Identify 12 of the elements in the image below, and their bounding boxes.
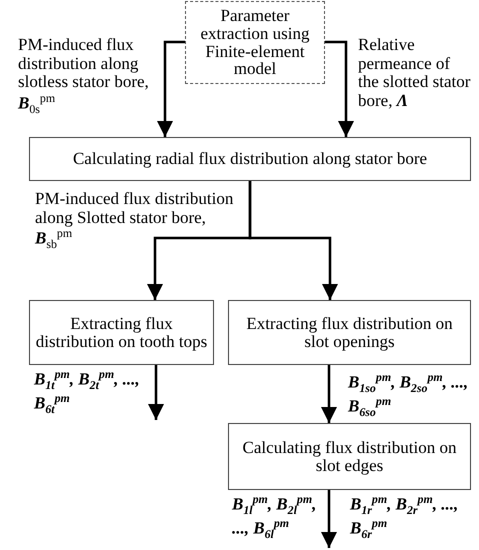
process-box: Extracting flux distribution on tooth tops: [29, 300, 214, 365]
process-box: Calculating flux distribution on slot edges: [228, 423, 471, 490]
arrow: [321, 365, 337, 423]
arrow: [248, 181, 338, 300]
arrow: [157, 40, 185, 137]
arrow: [148, 365, 164, 420]
arrow: [325, 40, 354, 137]
arrow: [321, 490, 337, 548]
process-box: Parameter extraction using Finite-element model: [185, 1, 325, 84]
process-box: Extracting flux distribution on slot openings: [228, 300, 471, 365]
edge-label: Relative permeance of the slotted stator bore, Λ: [358, 36, 472, 111]
process-box: Calculating radial flux distribution along stator bore: [29, 137, 471, 181]
